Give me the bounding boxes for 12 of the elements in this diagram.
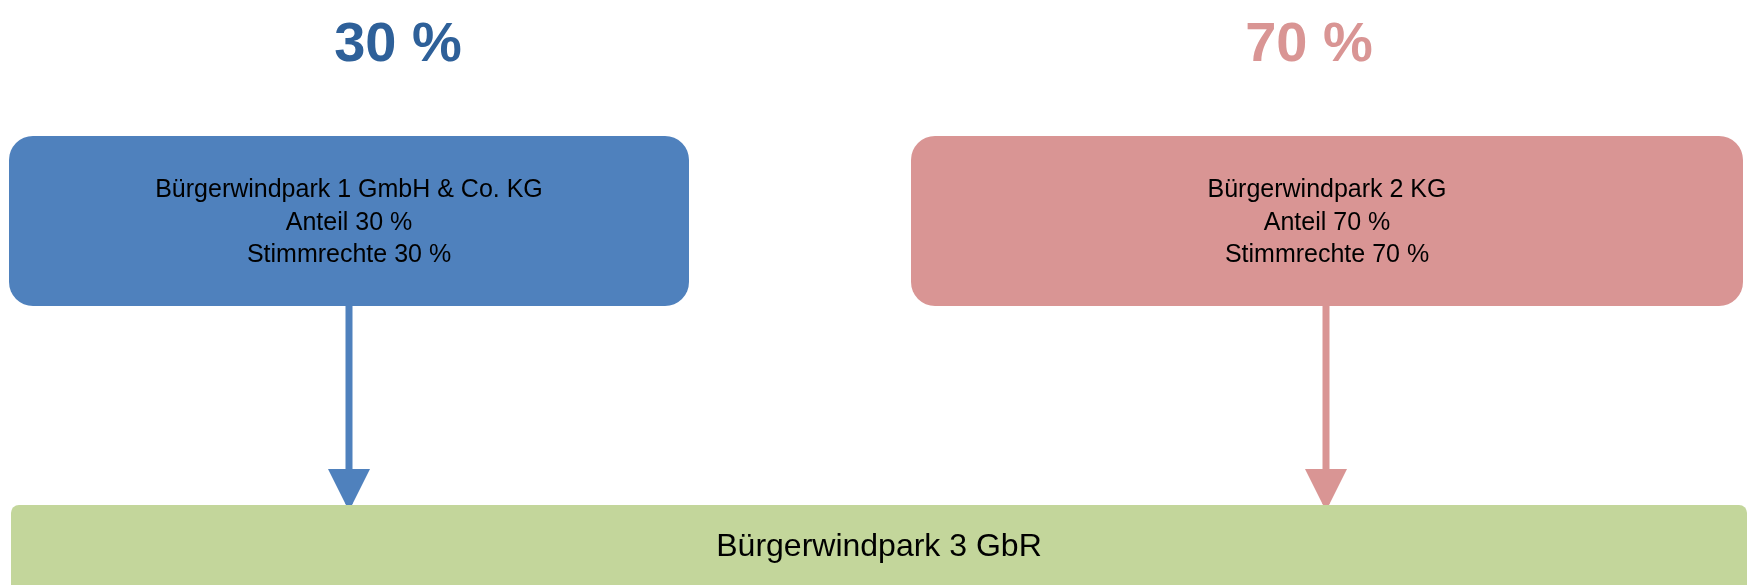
entity-name: Bürgerwindpark 1 GmbH & Co. KG [155,173,543,205]
entity-box [11,505,1747,585]
percentage-heading: 70 % [1245,14,1373,70]
entity-box [9,136,689,306]
share-text: Stimmrechte 30 % [246,238,452,270]
share-text: Anteil 70 % [1263,205,1391,237]
entity-name: Bürgerwindpark 3 GbR [716,526,1042,565]
percentage-heading: 30 % [334,14,462,70]
share-text: Stimmrechte 70 % [1224,238,1430,270]
share-text: Anteil 30 % [285,205,413,237]
entity-name: Bürgerwindpark 2 KG [1207,173,1447,205]
entity-box [911,136,1743,306]
